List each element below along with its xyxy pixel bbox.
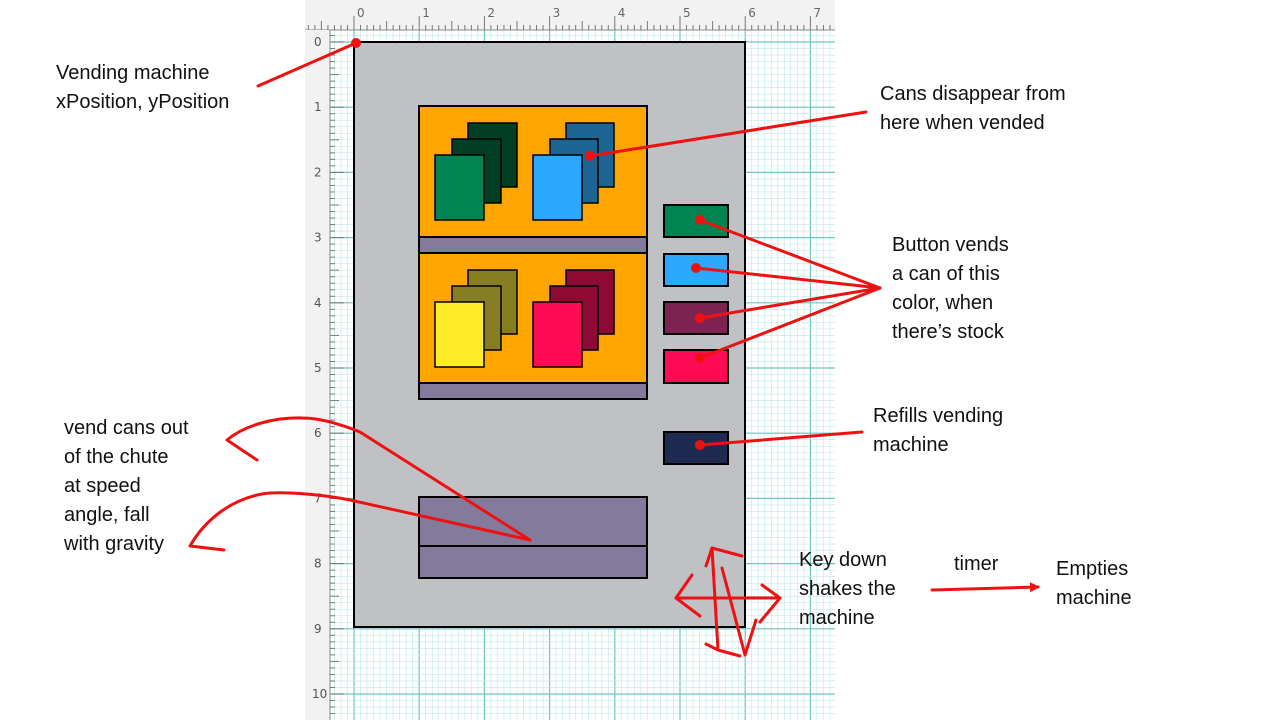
x-ruler-label: 3 — [553, 6, 561, 20]
refill-annotation: Refills vending machine — [873, 405, 1004, 456]
x-ruler-label: 2 — [487, 6, 495, 20]
x-ruler-label: 6 — [748, 6, 756, 20]
refill-pointer-line — [698, 430, 864, 447]
vend-button-pink[interactable] — [663, 349, 729, 384]
button-dot-blue — [691, 263, 701, 273]
button-dot-pink — [695, 353, 705, 363]
y-ruler-label: 0 — [314, 35, 322, 49]
position-annotation: Vending machine xPosition, yPosition — [56, 62, 230, 113]
y-ruler-label: 10 — [312, 687, 327, 701]
y-ruler-label: 5 — [314, 361, 322, 375]
y-ruler-label: 4 — [314, 296, 322, 310]
yellow-can-front — [434, 301, 485, 368]
button-pointer-line-green — [698, 218, 882, 290]
button-pointer-line-maroon — [698, 286, 882, 320]
button-pointer-line-pink — [698, 286, 882, 360]
y-ruler-label: 9 — [314, 622, 322, 636]
shake-cross-arrows — [674, 546, 782, 658]
vend-annotation: vend cans out of the chute at speed angl… — [64, 417, 189, 555]
cans-annotation: Cans disappear from here when vended — [880, 83, 1066, 134]
y-ruler-label: 8 — [314, 557, 322, 571]
left-ruler-band — [305, 30, 330, 720]
chute-upper — [418, 496, 648, 547]
position-dot — [351, 38, 361, 48]
refill-dot — [695, 440, 705, 450]
x-ruler-label: 1 — [422, 6, 430, 20]
pink-can-front — [532, 301, 583, 368]
button-dot-green — [695, 215, 705, 225]
y-ruler-label: 7 — [314, 491, 322, 505]
chute-trajectory-upper — [225, 416, 532, 542]
timer-arrow — [930, 582, 1040, 593]
green-can-front — [434, 154, 485, 221]
lower-shelf — [418, 382, 648, 400]
position-pointer-line — [256, 41, 358, 88]
y-ruler-label: 2 — [314, 165, 322, 179]
y-ruler-label: 6 — [314, 426, 322, 440]
timer-label: timer — [954, 553, 999, 575]
buttons-annotation: Button vends a can of this color, when t… — [892, 234, 1009, 343]
chute-trajectory-lower — [188, 491, 532, 552]
chute-lower — [418, 545, 648, 579]
x-ruler-label: 0 — [357, 6, 365, 20]
x-ruler-label: 4 — [618, 6, 626, 20]
empties-annotation: Empties machine — [1056, 558, 1132, 609]
y-ruler-label: 3 — [314, 231, 322, 245]
ruler: 0 1 2 3 4 5 6 7 0 1 2 3 4 5 6 7 8 9 10 — [305, 0, 835, 720]
upper-shelf — [418, 236, 648, 254]
blue-can-front — [532, 154, 583, 221]
shake-annotation: Key down shakes the machine — [799, 549, 896, 629]
x-ruler-label: 7 — [813, 6, 821, 20]
cans-dot — [585, 151, 595, 161]
button-pointer-line-blue — [694, 266, 882, 290]
button-dot-maroon — [695, 313, 705, 323]
y-ruler-label: 1 — [314, 100, 322, 114]
cans-pointer-line — [588, 110, 868, 158]
x-ruler-label: 5 — [683, 6, 691, 20]
